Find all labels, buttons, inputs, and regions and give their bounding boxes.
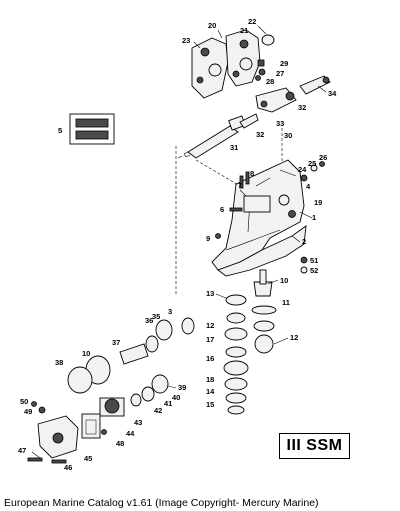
callout-24: 24 xyxy=(298,165,307,174)
callout-14: 14 xyxy=(206,387,215,396)
callout-33: 33 xyxy=(276,119,284,128)
callout-37: 37 xyxy=(112,338,120,347)
callout-20: 20 xyxy=(208,21,216,30)
callout-labels: 20 22 21 23 29 27 28 34 32 33 32 30 31 5… xyxy=(18,17,337,472)
screws-46-47-49-50 xyxy=(27,401,67,464)
callout-25: 25 xyxy=(308,159,316,168)
decal-box-5 xyxy=(69,113,115,145)
callout-35: 35 xyxy=(152,312,160,321)
pinion-gear-10 xyxy=(253,269,273,297)
callout-12a: 12 xyxy=(206,321,214,330)
callout-26: 26 xyxy=(319,153,327,162)
cover-plate-23 xyxy=(191,37,229,99)
studs-7-8-6 xyxy=(229,171,250,212)
callout-19: 19 xyxy=(314,198,322,207)
callout-12b: 12 xyxy=(290,333,298,342)
drain-screws-51-52 xyxy=(300,256,308,274)
callout-11: 11 xyxy=(282,298,290,307)
bearing-cups-12 xyxy=(253,320,275,354)
callout-17: 17 xyxy=(206,335,214,344)
cover-plate-20 xyxy=(225,29,261,87)
callout-4: 4 xyxy=(306,182,311,191)
callout-10a: 10 xyxy=(280,276,288,285)
screen-44-48 xyxy=(81,413,107,439)
callout-28: 28 xyxy=(266,77,274,86)
callout-50: 50 xyxy=(20,397,28,406)
leader-lines xyxy=(31,25,327,459)
ssm-badge: III SSM xyxy=(279,433,350,459)
callout-18: 18 xyxy=(206,375,214,384)
callout-30: 30 xyxy=(284,131,292,140)
callout-32b: 32 xyxy=(256,130,264,139)
callout-36: 36 xyxy=(145,316,153,325)
callout-48: 48 xyxy=(116,439,124,448)
o-ring-22 xyxy=(261,34,275,46)
alignment-lines xyxy=(175,128,283,296)
callout-41: 41 xyxy=(164,399,172,408)
callout-44: 44 xyxy=(126,429,135,438)
washer-11 xyxy=(251,305,277,315)
water-pump-base-45 xyxy=(37,415,79,459)
sleeve-37 xyxy=(119,343,149,365)
callout-22: 22 xyxy=(248,17,256,26)
callout-39: 39 xyxy=(178,383,186,392)
seal-3 xyxy=(181,317,195,335)
bearing-stack-13-18 xyxy=(223,294,249,415)
pin-9 xyxy=(215,233,221,239)
exploded-parts-diagram: 20 22 21 23 29 27 28 34 32 33 32 30 31 5… xyxy=(18,17,337,472)
callout-34: 34 xyxy=(328,89,337,98)
callout-40: 40 xyxy=(172,393,180,402)
shift-linkage-31 xyxy=(177,113,259,159)
reverse-gear-10-38 xyxy=(67,355,111,394)
callout-29: 29 xyxy=(280,59,288,68)
callout-15: 15 xyxy=(206,400,214,409)
callout-3: 3 xyxy=(168,307,172,316)
callout-46: 46 xyxy=(64,463,72,472)
callout-8: 8 xyxy=(250,169,254,178)
bearing-35-36 xyxy=(145,319,173,353)
callout-45: 45 xyxy=(84,454,92,463)
shift-shaft-34 xyxy=(299,75,331,95)
callout-7: 7 xyxy=(238,181,242,190)
callout-43: 43 xyxy=(134,418,142,427)
callout-27: 27 xyxy=(276,69,284,78)
bearing-carrier-42-43 xyxy=(99,397,125,417)
callout-31: 31 xyxy=(230,143,238,152)
callout-5: 5 xyxy=(58,126,62,135)
callout-6: 6 xyxy=(220,205,224,214)
callout-1: 1 xyxy=(312,213,316,222)
callout-9: 9 xyxy=(206,234,210,243)
callout-10b: 10 xyxy=(82,349,90,358)
callout-32a: 32 xyxy=(298,103,306,112)
vent-fittings-24-25-26 xyxy=(300,161,325,182)
callout-52: 52 xyxy=(310,266,318,275)
callout-21: 21 xyxy=(240,26,248,35)
callout-16: 16 xyxy=(206,354,214,363)
washers-39-40-41 xyxy=(130,374,169,407)
shift-crank-32-33 xyxy=(255,87,297,113)
callout-51: 51 xyxy=(310,256,318,265)
callout-2: 2 xyxy=(302,237,306,246)
gear-housing-1 xyxy=(211,159,307,277)
small-parts-27-28-29 xyxy=(255,59,266,81)
callout-42: 42 xyxy=(154,406,162,415)
callout-13: 13 xyxy=(206,289,214,298)
callout-47: 47 xyxy=(18,446,26,455)
image-caption: European Marine Catalog v1.61 (Image Cop… xyxy=(4,497,319,509)
callout-23: 23 xyxy=(182,36,190,45)
callout-49: 49 xyxy=(24,407,32,416)
callout-38: 38 xyxy=(55,358,63,367)
